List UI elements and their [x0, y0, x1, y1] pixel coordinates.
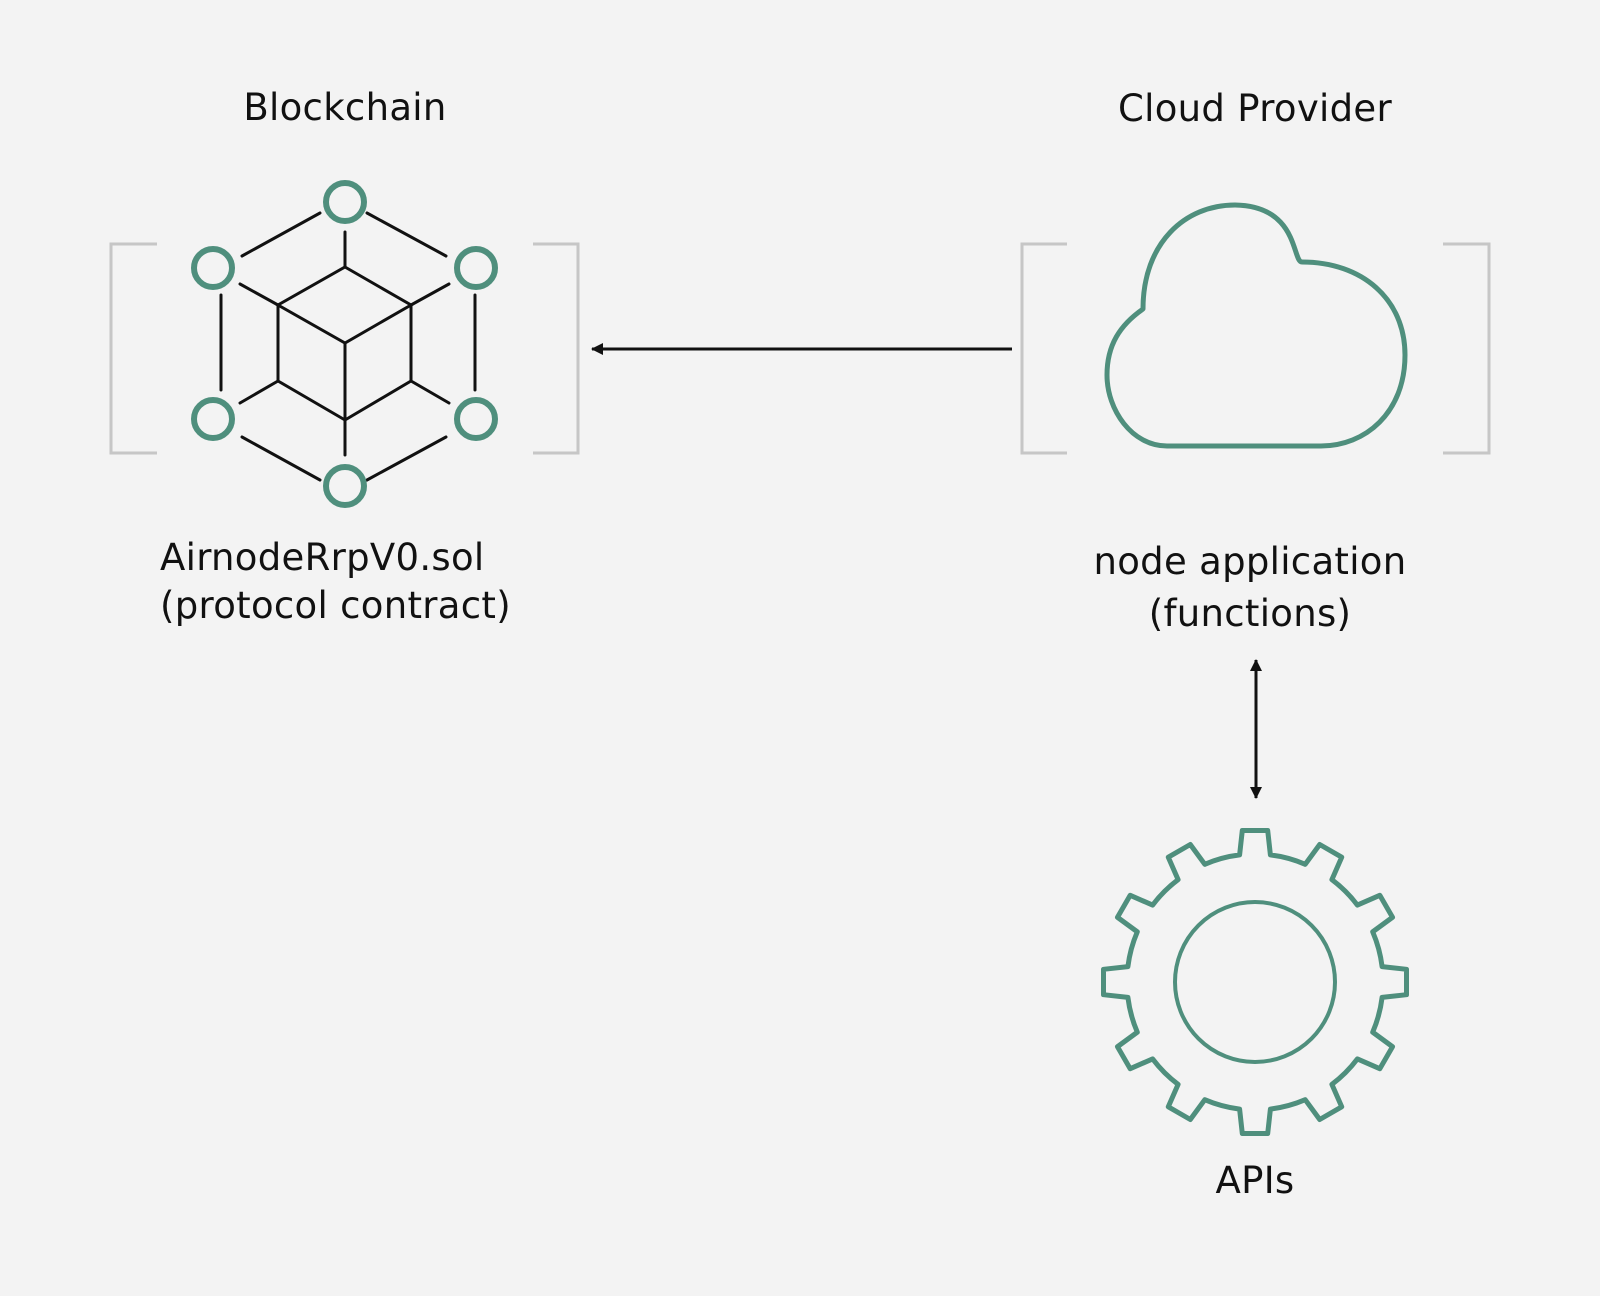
- blockchain-cube-icon: [191, 180, 498, 508]
- cloud-icon: [1104, 202, 1408, 449]
- cloud-right-bracket: [1443, 242, 1491, 455]
- blockchain-heading: Blockchain: [243, 86, 447, 129]
- node-lower-right-circle: [454, 397, 498, 441]
- node-bottom-circle: [323, 464, 367, 508]
- gear-outline: [1101, 828, 1409, 1136]
- node-lower-left-circle: [191, 397, 235, 441]
- node-application-label: node application: [1093, 540, 1407, 583]
- blockchain-caption: AirnodeRrpV0.sol (protocol contract): [160, 534, 511, 630]
- node-top-circle: [323, 180, 367, 224]
- node-upper-left-circle: [191, 246, 235, 290]
- apis-label: APIs: [1215, 1159, 1295, 1202]
- cloud-frame: [1020, 242, 1491, 455]
- contract-name: AirnodeRrpV0.sol: [160, 536, 485, 579]
- contract-description: (protocol contract): [160, 584, 511, 627]
- blockchain-frame: [109, 242, 580, 455]
- cloud-provider-heading: Cloud Provider: [1118, 87, 1392, 130]
- blockchain-left-bracket: [109, 242, 157, 455]
- gear-inner-circle: [1173, 900, 1337, 1064]
- blockchain-right-bracket: [533, 242, 580, 455]
- cloud-left-bracket: [1020, 242, 1067, 455]
- node-upper-right-circle: [454, 246, 498, 290]
- cloud-caption: node application (functions): [1050, 536, 1450, 640]
- gear-icon: [1101, 828, 1409, 1136]
- functions-label: (functions): [1148, 592, 1352, 635]
